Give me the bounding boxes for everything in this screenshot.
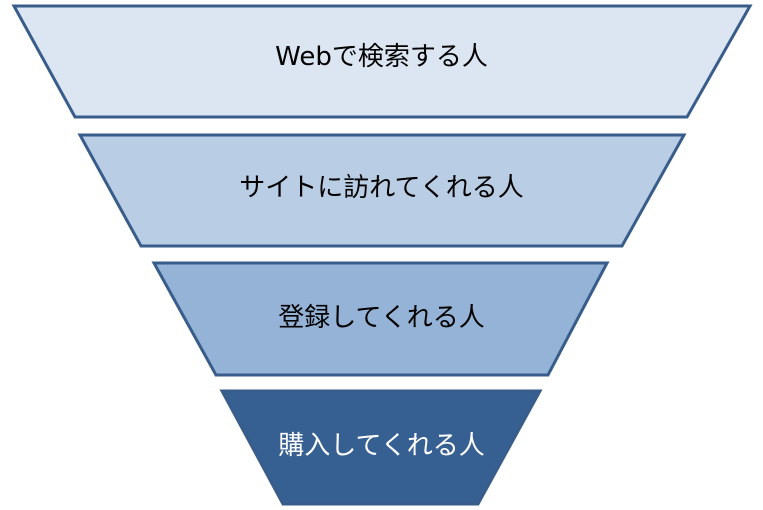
funnel-stage-2-label: サイトに訪れてくれる人: [239, 173, 524, 203]
funnel-stage-4-shape: [219, 389, 543, 506]
funnel-stage-1-label: Webで検索する人: [275, 42, 488, 72]
funnel-stage-1-shape: [11, 4, 753, 119]
funnel-stage-4-label: 購入してくれる人: [278, 431, 485, 461]
funnel-stage-3-label: 登録してくれる人: [278, 303, 485, 333]
funnel-stage-2-shape: [77, 133, 687, 248]
funnel-stage-3-shape: [151, 261, 610, 377]
